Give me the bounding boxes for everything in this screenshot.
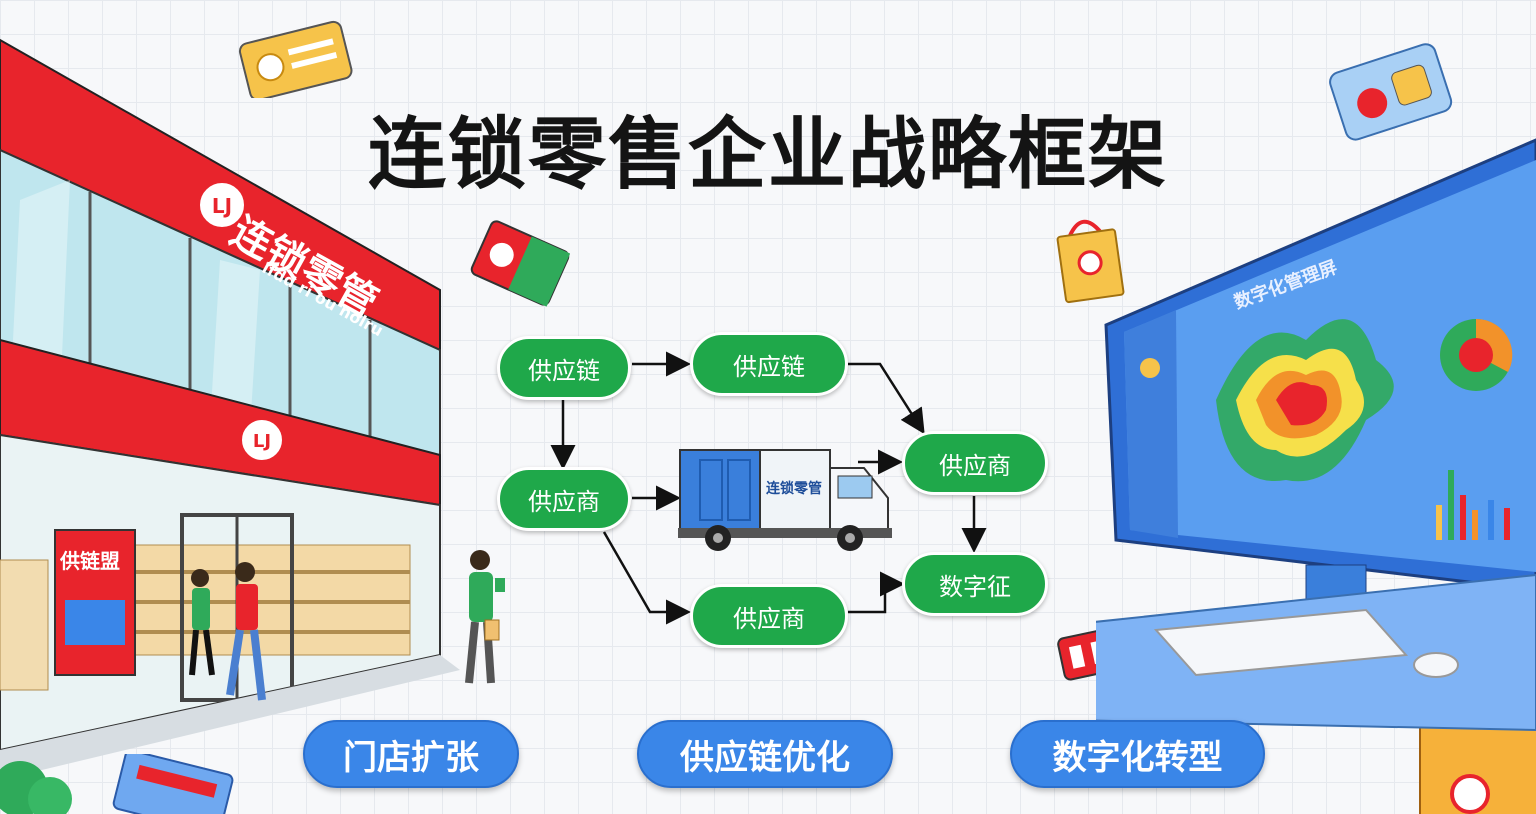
monitor-dashboard [1096,138,1536,732]
payment-card-icon [1329,43,1453,141]
receipt-icon [112,754,234,814]
store-poster-title: 供链盟 [60,549,120,573]
card-icon [470,220,570,307]
flow-node-supply-chain-2: 供应链 [690,332,848,396]
walking-shopper [465,550,505,684]
pillar-digital-transformation: 数字化转型 [1010,720,1265,788]
arrow-n3-n6 [602,531,691,625]
page-title: 连锁零售企业战略框架 [367,110,1168,200]
svg-text:LJ: LJ [253,431,271,452]
truck-label: 连锁零管 [766,481,822,497]
flow-node-digital: 数字征 [902,552,1048,616]
credit-card-icon [238,20,353,98]
flow-node-supply-chain-1: 供应链 [497,336,631,400]
arrow-n6-n5 [848,571,905,614]
flow-node-supplier-2: 供应商 [902,431,1048,495]
bush-decoration [0,761,72,814]
flow-node-supplier-1: 供应商 [497,467,631,531]
pillar-supply-chain-optimization: 供应链优化 [637,720,893,788]
store-illustration: LJ LJ [0,38,460,780]
delivery-truck [678,449,892,551]
svg-text:LJ: LJ [212,194,232,218]
shopping-bag-icon [1056,219,1125,304]
flow-node-supplier-3: 供应商 [690,584,848,648]
pillar-store-expansion: 门店扩张 [303,720,519,788]
arrow-n2-n4 [848,362,925,435]
